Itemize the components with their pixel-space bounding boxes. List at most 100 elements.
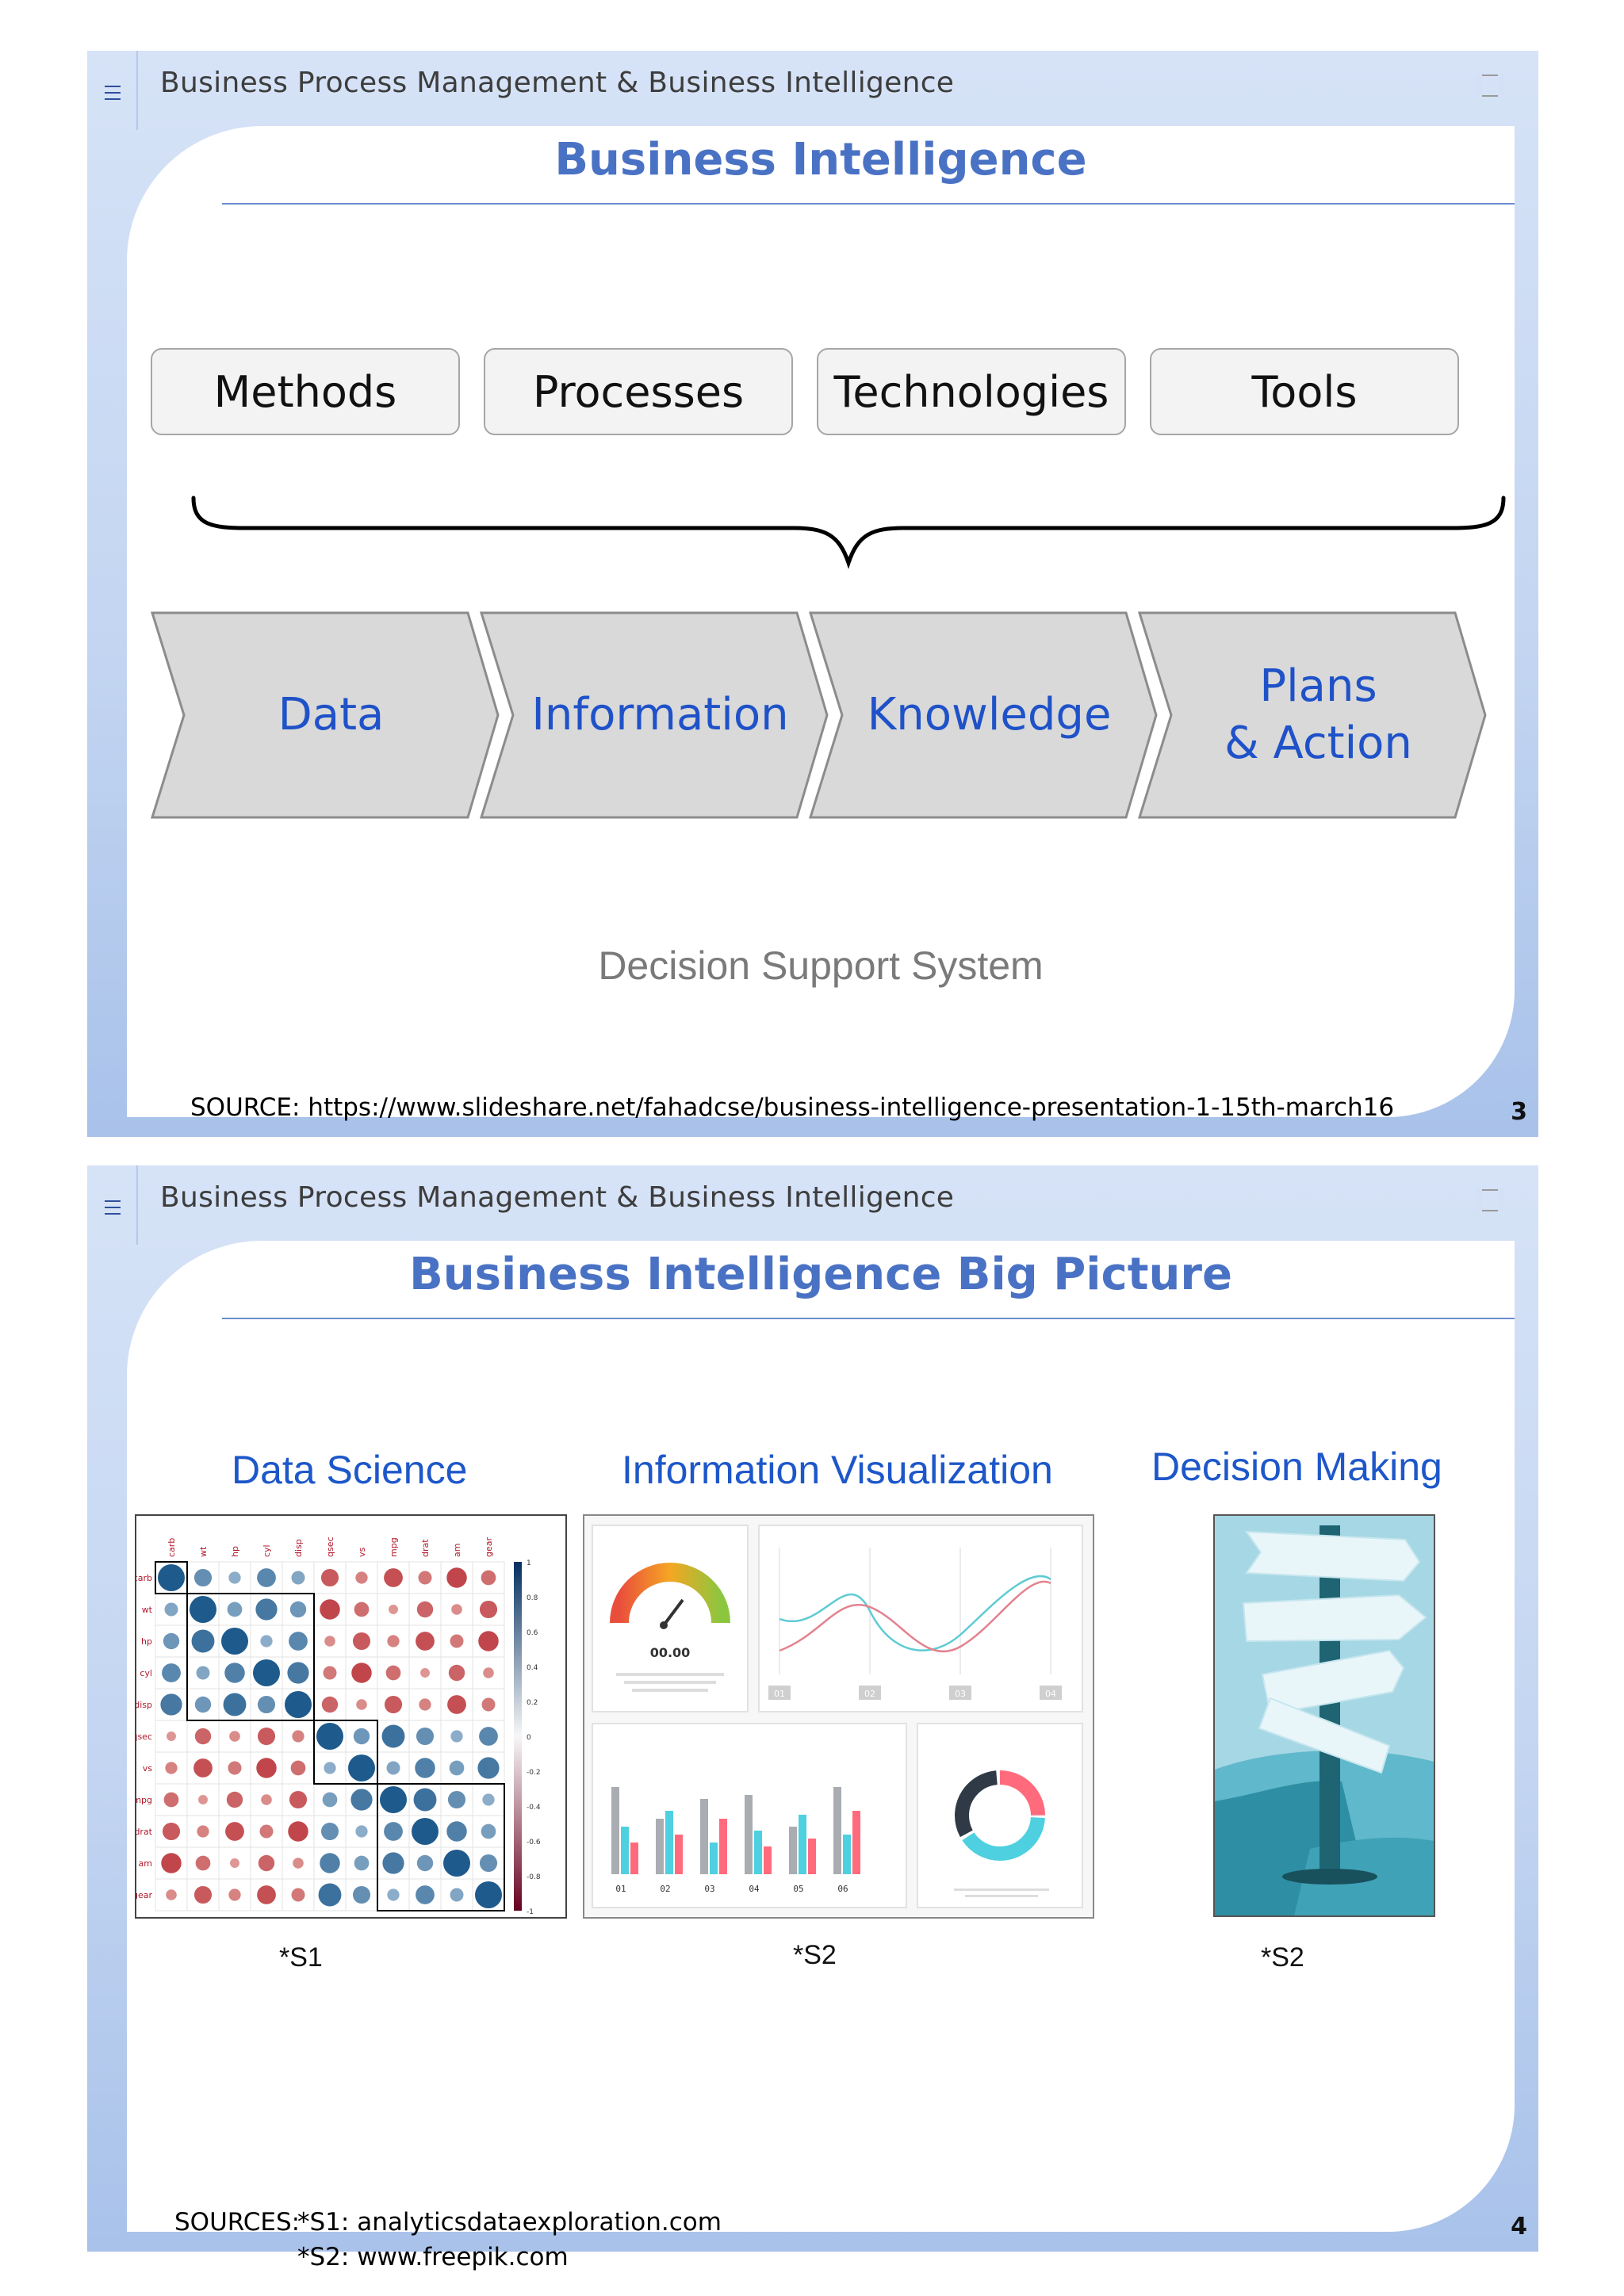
corr-row-label: carb <box>136 1573 152 1583</box>
corr-cell-circle <box>479 1600 498 1619</box>
corr-cell-circle <box>164 1602 178 1617</box>
corr-cell-circle <box>320 1853 340 1873</box>
corr-cell-circle <box>418 1571 432 1585</box>
corr-cell-circle <box>165 1762 178 1774</box>
bar-chart-x-label: 06 <box>837 1884 848 1894</box>
corr-cell-circle <box>356 1699 367 1710</box>
corr-cell-circle <box>160 1693 182 1716</box>
slide-menu-column[interactable] <box>87 1165 138 1245</box>
corr-col-label: drat <box>420 1539 431 1557</box>
dashboard-bar <box>665 1811 673 1874</box>
corr-cell-circle <box>450 1634 464 1648</box>
slide-menu-column[interactable] <box>87 51 138 130</box>
fullscreen-icon[interactable] <box>1476 1188 1504 1212</box>
credit-s2-visualization: *S2 <box>793 1940 837 1970</box>
corr-cell-circle <box>447 1790 466 1809</box>
corr-cell-circle <box>253 1659 280 1686</box>
corr-color-scale <box>514 1562 522 1911</box>
dashboard-bar <box>700 1799 708 1874</box>
corr-col-label: wt <box>198 1546 209 1557</box>
corr-cell-circle <box>293 1858 304 1869</box>
corr-cell-circle <box>228 1571 241 1584</box>
chevron-label: Data <box>278 689 385 741</box>
corr-cell-circle <box>230 1858 239 1868</box>
corr-cell-circle <box>355 1825 368 1838</box>
corr-cell-circle <box>389 1605 398 1614</box>
line-chart-x-label: 03 <box>955 1689 966 1699</box>
fullscreen-icon[interactable] <box>1476 74 1504 98</box>
technologies-box: Technologies <box>817 348 1126 435</box>
dashboard-bar <box>675 1835 683 1874</box>
bar-chart-x-label: 01 <box>615 1884 626 1894</box>
corr-cell-circle <box>224 1663 245 1683</box>
corr-cell-circle <box>285 1691 312 1718</box>
corr-cell-circle <box>354 1855 370 1871</box>
corr-col-label: disp <box>293 1539 304 1557</box>
corr-scale-tick: -0.6 <box>527 1839 541 1846</box>
corr-cell-circle <box>387 1888 400 1901</box>
corr-cell-circle <box>258 1854 275 1872</box>
dashboard-bar <box>745 1795 753 1874</box>
corr-cell-circle <box>194 1728 212 1745</box>
hamburger-menu-icon[interactable] <box>105 86 121 100</box>
corr-cell-circle <box>416 1885 435 1904</box>
corr-col-label: hp <box>230 1546 240 1557</box>
corr-cell-circle <box>193 1758 213 1777</box>
corr-cell-circle <box>415 1758 435 1778</box>
corr-col-label: mpg <box>389 1537 399 1557</box>
chevron-knowledge: Knowledge <box>809 611 1158 819</box>
corr-scale-tick: -0.2 <box>527 1769 541 1777</box>
corr-row-label: gear <box>136 1890 152 1900</box>
corr-row-label: disp <box>136 1700 152 1710</box>
corr-cell-circle <box>350 1789 373 1811</box>
corr-cell-circle <box>255 1598 278 1621</box>
slide-4: Business Process Management & Business I… <box>87 1165 1538 2271</box>
corr-cell-circle <box>260 1635 273 1647</box>
corr-cell-circle <box>290 1760 306 1776</box>
corr-cell-circle <box>320 1599 340 1620</box>
corr-cell-circle <box>419 1698 431 1711</box>
slide-header-title: Business Process Management & Business I… <box>160 67 955 99</box>
corr-cell-circle <box>416 1632 435 1651</box>
corr-cluster-box <box>377 1783 505 1911</box>
corr-cell-circle <box>355 1571 368 1584</box>
title-divider <box>222 1318 1515 1319</box>
corr-row-label: mpg <box>136 1795 152 1805</box>
corr-cell-circle <box>193 1885 213 1904</box>
corr-cell-circle <box>420 1668 430 1678</box>
corr-cell-circle <box>167 1732 176 1741</box>
slide-title: Business Intelligence Big Picture <box>409 1249 1232 1300</box>
corr-scale-tick: 0.4 <box>527 1664 538 1672</box>
corr-scale-tick: -0.8 <box>527 1873 541 1881</box>
corr-cell-circle <box>256 1758 277 1778</box>
corr-cell-circle <box>348 1755 375 1781</box>
corr-cell-circle <box>221 1628 248 1655</box>
corr-cell-circle <box>475 1881 502 1908</box>
corr-cell-circle <box>158 1564 185 1591</box>
page-number: 3 <box>1511 1098 1527 1126</box>
corr-cell-circle <box>323 1666 337 1680</box>
tools-box: Tools <box>1150 348 1459 435</box>
corr-cell-circle <box>316 1723 343 1750</box>
hamburger-menu-icon[interactable] <box>105 1200 121 1215</box>
dashboard-bar <box>764 1846 772 1874</box>
corr-cell-circle <box>416 1601 434 1618</box>
corr-cell-circle <box>229 1731 240 1742</box>
corr-cell-circle <box>322 1792 338 1808</box>
corr-cluster-box <box>186 1593 315 1721</box>
corr-cell-circle <box>291 1888 305 1902</box>
corr-cell-circle <box>479 1727 498 1746</box>
corr-cell-circle <box>384 1822 403 1841</box>
dashboard-bar <box>852 1811 860 1874</box>
corr-cell-circle <box>352 1632 371 1651</box>
slide-title: Business Intelligence <box>554 134 1087 186</box>
corr-cell-circle <box>447 1695 466 1714</box>
dashboard-bar <box>656 1819 664 1874</box>
corr-cell-circle <box>382 1852 404 1874</box>
corr-col-label: am <box>452 1544 462 1557</box>
corr-cell-circle <box>448 1664 465 1682</box>
credit-s1: *S1 <box>279 1942 323 1973</box>
corr-cell-circle <box>196 1666 210 1680</box>
bar-chart-x-label: 02 <box>660 1884 670 1894</box>
corr-cell-circle <box>163 1792 179 1808</box>
